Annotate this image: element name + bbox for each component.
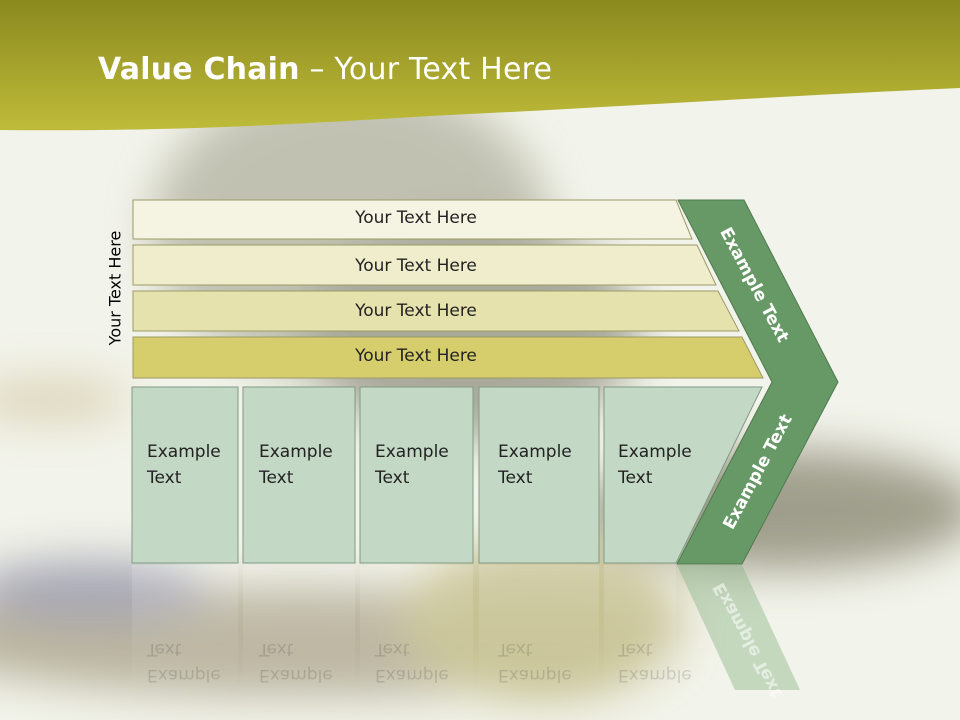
bar-3 bbox=[132, 290, 740, 332]
bar-2-label: Your Text Here bbox=[355, 256, 477, 276]
box-1-reflection-label: Example Text bbox=[147, 639, 221, 685]
box-3 bbox=[359, 386, 474, 564]
box-2-reflection-label: Example Text bbox=[259, 639, 333, 685]
box-1-label: Example Text bbox=[147, 442, 221, 488]
bar-1-label: Your Text Here bbox=[355, 208, 477, 228]
bar-1 bbox=[132, 199, 693, 240]
box-3-reflection-label: Example Text bbox=[375, 639, 449, 685]
box-5 bbox=[603, 386, 763, 564]
page-title: Value Chain – Your Text Here bbox=[98, 52, 552, 87]
bar-2 bbox=[132, 244, 717, 286]
header-band bbox=[0, 0, 960, 131]
box-4 bbox=[478, 386, 600, 564]
title-bold: Value Chain bbox=[98, 52, 300, 87]
box-4-label: Example Text bbox=[498, 442, 572, 488]
bar-4-label: Your Text Here bbox=[355, 346, 477, 366]
reflection bbox=[132, 565, 676, 695]
box-1 bbox=[131, 386, 239, 564]
box-2-label: Example Text bbox=[259, 442, 333, 488]
bar-3-label: Your Text Here bbox=[355, 301, 477, 321]
bar-4 bbox=[132, 336, 764, 379]
box-5-label: Example Text bbox=[618, 442, 692, 488]
chevron-reflection bbox=[677, 565, 800, 690]
box-2 bbox=[242, 386, 356, 564]
chevron-arrow bbox=[676, 199, 839, 565]
box-3-label: Example Text bbox=[375, 442, 449, 488]
box-4-reflection-label: Example Text bbox=[498, 639, 572, 685]
title-rest: – Your Text Here bbox=[299, 52, 553, 87]
box-5-reflection-label: Example Text bbox=[618, 639, 692, 685]
